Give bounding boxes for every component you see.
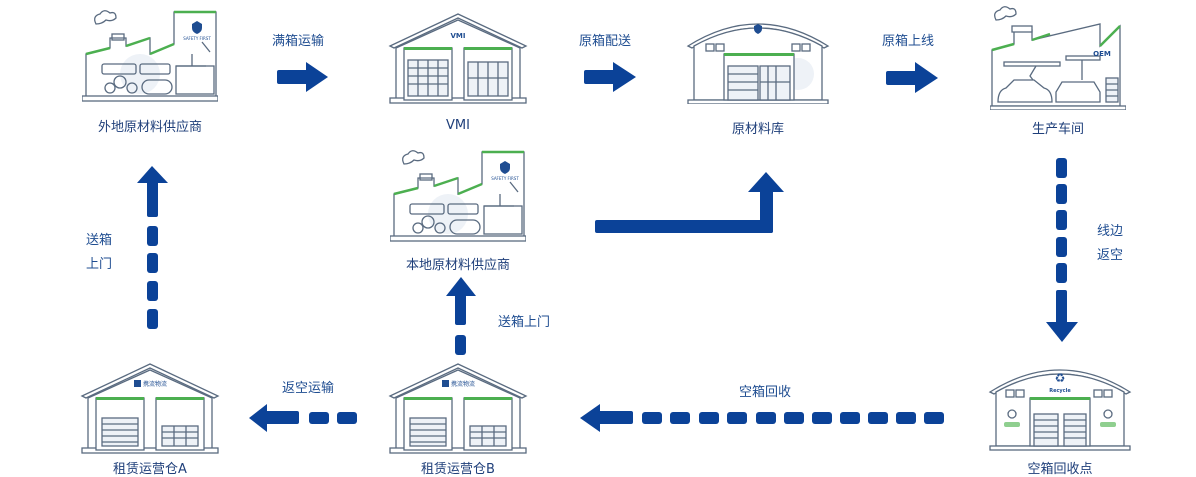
edge-label-return-empty-transport: 返空运输 [282, 381, 335, 396]
edge-label-send-box-to-door-b: 送箱上门 [498, 315, 551, 330]
edge-label-full-box-transport: 满箱运输 [272, 34, 325, 49]
arrow-original-box-delivery [584, 62, 636, 92]
arrow-line-side-return [1046, 158, 1078, 342]
production-workshop-label: 生产车间 [1031, 122, 1084, 137]
edge-label-line-side-return: 线边 返空 [1097, 220, 1123, 268]
arrow-local-to-raw [595, 172, 784, 233]
edge-label-original-box-to-line: 原箱上线 [882, 34, 935, 49]
factory-icon: SAFETY FIRST [82, 10, 218, 102]
warehouse-icon: VMI [388, 13, 528, 104]
recycle-point-node: ♻ Recycle [988, 362, 1132, 452]
leasing-warehouse-a-label: 租赁运营仓A [113, 462, 187, 477]
recycle-warehouse-icon: ♻ Recycle [988, 369, 1132, 451]
logistics-logo-text: 携流物流 [451, 380, 475, 388]
edge-label-line-2: 返空 [1097, 248, 1124, 263]
recycle-sign: Recycle [1049, 388, 1071, 394]
arrow-return-empty-transport [249, 404, 357, 432]
edge-label-empty-box-recovery: 空箱回收 [739, 385, 792, 400]
safety-badge: SAFETY FIRST [183, 36, 211, 41]
edge-label-line-2: 上门 [86, 257, 113, 272]
arrow-send-box-to-door-a [137, 166, 168, 329]
recycle-icon: ♻ [1055, 371, 1066, 385]
arched-warehouse-icon [686, 23, 830, 104]
arrow-original-box-to-line [886, 62, 938, 93]
leasing-warehouse-b-label: 租赁运营仓B [421, 462, 495, 477]
vmi-node: VMI [388, 12, 528, 104]
raw-material-warehouse-node [686, 16, 830, 104]
arrow-empty-box-recovery [580, 404, 944, 432]
safety-badge: SAFETY FIRST [491, 176, 519, 181]
car-factory-icon: OEM [990, 6, 1126, 110]
edge-label-send-box-to-door-a: 送箱 上门 [86, 229, 112, 277]
vmi-label: VMI [446, 118, 470, 133]
arrow-full-box-transport [277, 62, 328, 92]
vmi-sign: VMI [451, 32, 466, 40]
oem-sign: OEM [1093, 50, 1111, 58]
arrow-send-box-to-door-b [446, 277, 476, 355]
raw-material-warehouse-label: 原材料库 [731, 122, 784, 137]
warehouse-icon: 携流物流 [388, 363, 528, 454]
leasing-warehouse-a-node: 携流物流 [80, 362, 220, 454]
local-supplier-label: 本地原材料供应商 [405, 258, 510, 273]
remote-supplier-node: SAFETY FIRST [82, 8, 218, 104]
logistics-logo-text: 携流物流 [143, 380, 167, 388]
local-supplier-node: SAFETY FIRST [390, 148, 526, 244]
edge-label-line-1: 送箱 [86, 233, 113, 248]
leasing-warehouse-b-node: 携流物流 [388, 362, 528, 454]
edge-label-line-1: 线边 [1097, 224, 1124, 239]
edge-label-original-box-delivery: 原箱配送 [579, 34, 632, 49]
production-workshop-node: OEM [990, 6, 1126, 110]
factory-icon: SAFETY FIRST [390, 150, 526, 242]
remote-supplier-label: 外地原材料供应商 [97, 120, 202, 135]
warehouse-icon: 携流物流 [80, 363, 220, 454]
recycle-point-label: 空箱回收点 [1027, 462, 1093, 477]
